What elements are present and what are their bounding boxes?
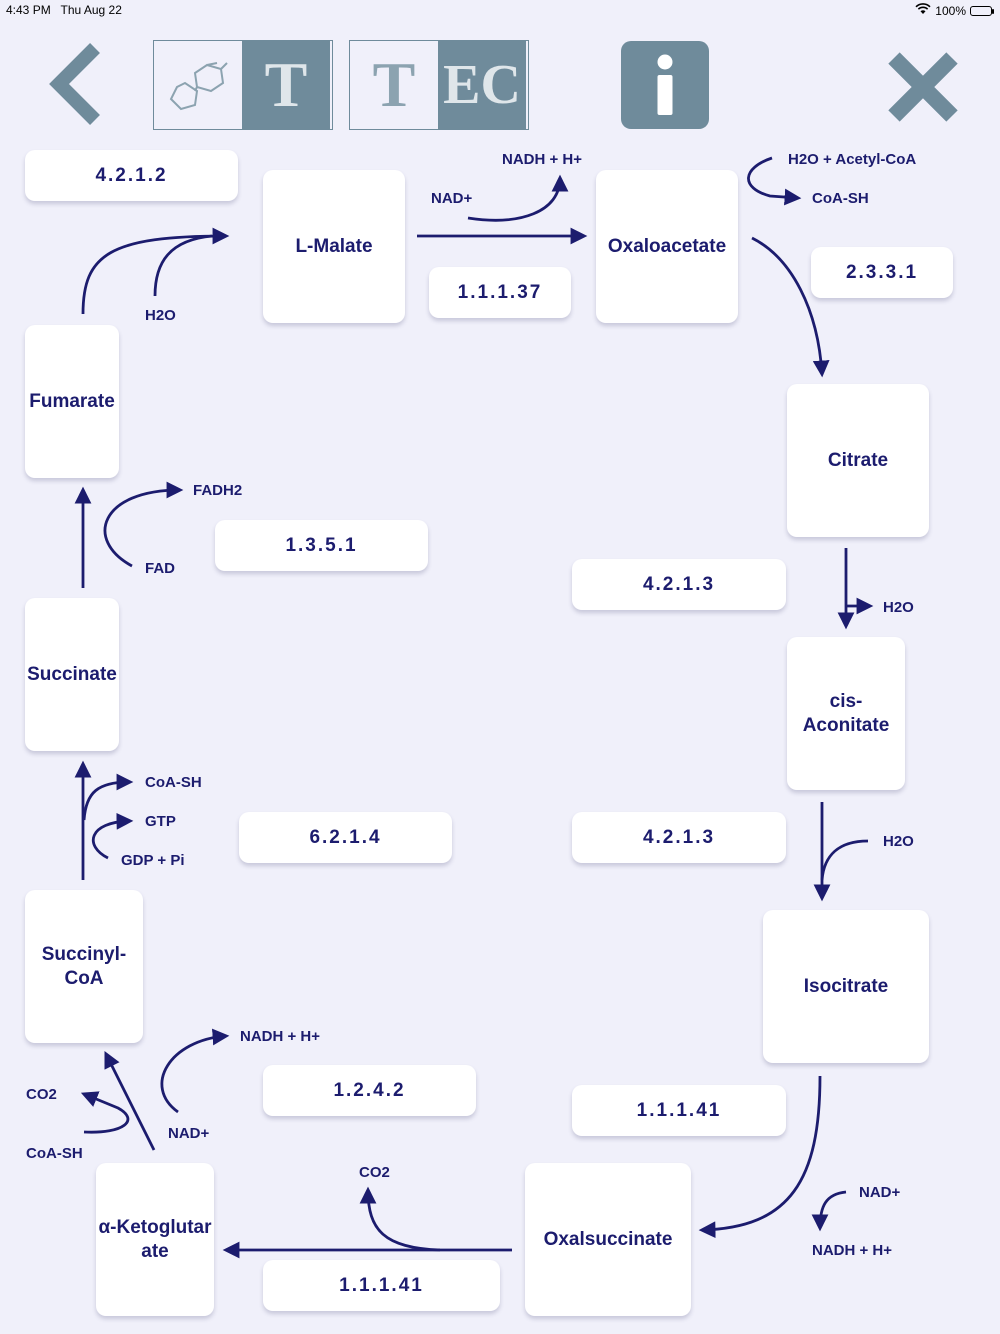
node-oxaloacetate[interactable]: Oxaloacetate	[596, 170, 738, 323]
close-button[interactable]	[886, 52, 960, 122]
label-fad: FAD	[145, 560, 175, 577]
label-coash-akg: CoA-SH	[26, 1145, 83, 1162]
arrow-fumarate-malate	[81, 227, 230, 315]
label-h2o-acetylcoa: H2O + Acetyl-CoA	[788, 151, 917, 168]
label-coash-top: CoA-SH	[812, 190, 869, 207]
chevron-left-icon	[49, 43, 100, 125]
structure-text-toggle[interactable]: T	[153, 40, 333, 130]
node-l-malate[interactable]: L-Malate	[263, 170, 405, 323]
label-h2o-citrate: H2O	[883, 599, 914, 616]
status-date-text: Thu Aug 22	[60, 3, 122, 17]
ec-succinyl-coa-synthetase[interactable]: 6.2.1.4	[239, 812, 452, 863]
label-gtp: GTP	[145, 813, 176, 830]
ec-citrate-synthase[interactable]: 2.3.3.1	[811, 247, 953, 298]
arrow-isocitrate-oxalsuccinate	[698, 1075, 822, 1239]
node-alpha-ketoglutarate[interactable]: α-Ketoglutarate	[96, 1163, 214, 1316]
text-ec-toggle[interactable]: T EC	[349, 40, 529, 130]
battery-icon	[970, 5, 994, 16]
label-h2o-aconitate: H2O	[883, 833, 914, 850]
ec-succinate-dehydrogenase[interactable]: 1.3.5.1	[215, 520, 428, 571]
node-oxalsuccinate[interactable]: Oxalsuccinate	[525, 1163, 691, 1316]
label-nad-top: NAD+	[431, 190, 473, 207]
arrow-oxaloacetate-citrate	[751, 236, 830, 378]
status-time-text: 4:43 PM	[6, 3, 51, 17]
name-mode-button[interactable]: T	[350, 41, 438, 129]
label-gdp-pi: GDP + Pi	[121, 852, 185, 869]
label-nad-akg: NAD+	[168, 1125, 210, 1142]
back-button[interactable]	[45, 42, 105, 126]
label-co2-oxalsuccinate: CO2	[359, 1164, 390, 1181]
label-h2o-fumarate: H2O	[145, 307, 176, 324]
ec-aconitase-1[interactable]: 4.2.1.3	[572, 559, 786, 610]
arrow-nad-nadh	[467, 174, 569, 222]
label-co2-akg: CO2	[26, 1086, 57, 1103]
arrow-akg-succinylcoa	[104, 1050, 156, 1151]
ec-fumarase[interactable]: 4.2.1.2	[25, 150, 238, 201]
node-succinyl-coa[interactable]: Succinyl-CoA	[25, 890, 143, 1043]
label-nadh-top: NADH + H+	[502, 151, 583, 168]
node-cis-aconitate[interactable]: cis-Aconitate	[787, 637, 905, 790]
arrow-h2o-fumarate	[153, 234, 213, 297]
arrow-coash-release	[82, 773, 134, 821]
text-mode-button[interactable]: T	[242, 41, 330, 129]
node-fumarate[interactable]: Fumarate	[25, 325, 119, 478]
ec-isocitrate-dehydrogenase-2[interactable]: 1.1.1.41	[263, 1260, 500, 1311]
status-time: 4:43 PM Thu Aug 22	[6, 3, 122, 17]
label-nadh-isocitrate: NADH + H+	[812, 1242, 893, 1259]
label-nad-isocitrate: NAD+	[859, 1184, 901, 1201]
ec-malate-dehydrogenase[interactable]: 1.1.1.37	[429, 267, 571, 318]
label-nadh-akg: NADH + H+	[240, 1028, 321, 1045]
structure-mode-button[interactable]	[154, 41, 242, 129]
battery-percent: 100%	[935, 3, 966, 18]
node-succinate[interactable]: Succinate	[25, 598, 119, 751]
arrow-coash-co2	[80, 1091, 130, 1134]
arrow-fad-fadh2	[103, 481, 184, 568]
ec-akg-dehydrogenase[interactable]: 1.2.4.2	[263, 1065, 476, 1116]
label-coash-succ: CoA-SH	[145, 774, 202, 791]
arrow-gdp-gtp	[91, 812, 134, 860]
arrow-nad-nadh-isocitrate	[811, 1190, 847, 1232]
arrow-nad-nadh-akg	[160, 1028, 230, 1114]
wifi-icon	[915, 3, 931, 18]
arrow-acetylcoa-coash	[747, 156, 802, 206]
info-button[interactable]	[621, 41, 709, 129]
ec-isocitrate-dehydrogenase-1[interactable]: 1.1.1.41	[572, 1085, 786, 1136]
info-icon	[657, 54, 673, 115]
status-indicators: 100%	[915, 3, 994, 18]
arrow-h2o-uptake	[820, 839, 869, 881]
close-icon	[888, 52, 958, 122]
ec-mode-button[interactable]: EC	[438, 41, 526, 129]
molecule-structure-icon	[169, 62, 228, 111]
ec-aconitase-2[interactable]: 4.2.1.3	[572, 812, 786, 863]
node-citrate[interactable]: Citrate	[787, 384, 929, 537]
label-fadh2: FADH2	[193, 482, 243, 499]
arrow-co2-release	[359, 1186, 441, 1252]
node-isocitrate[interactable]: Isocitrate	[763, 910, 929, 1063]
